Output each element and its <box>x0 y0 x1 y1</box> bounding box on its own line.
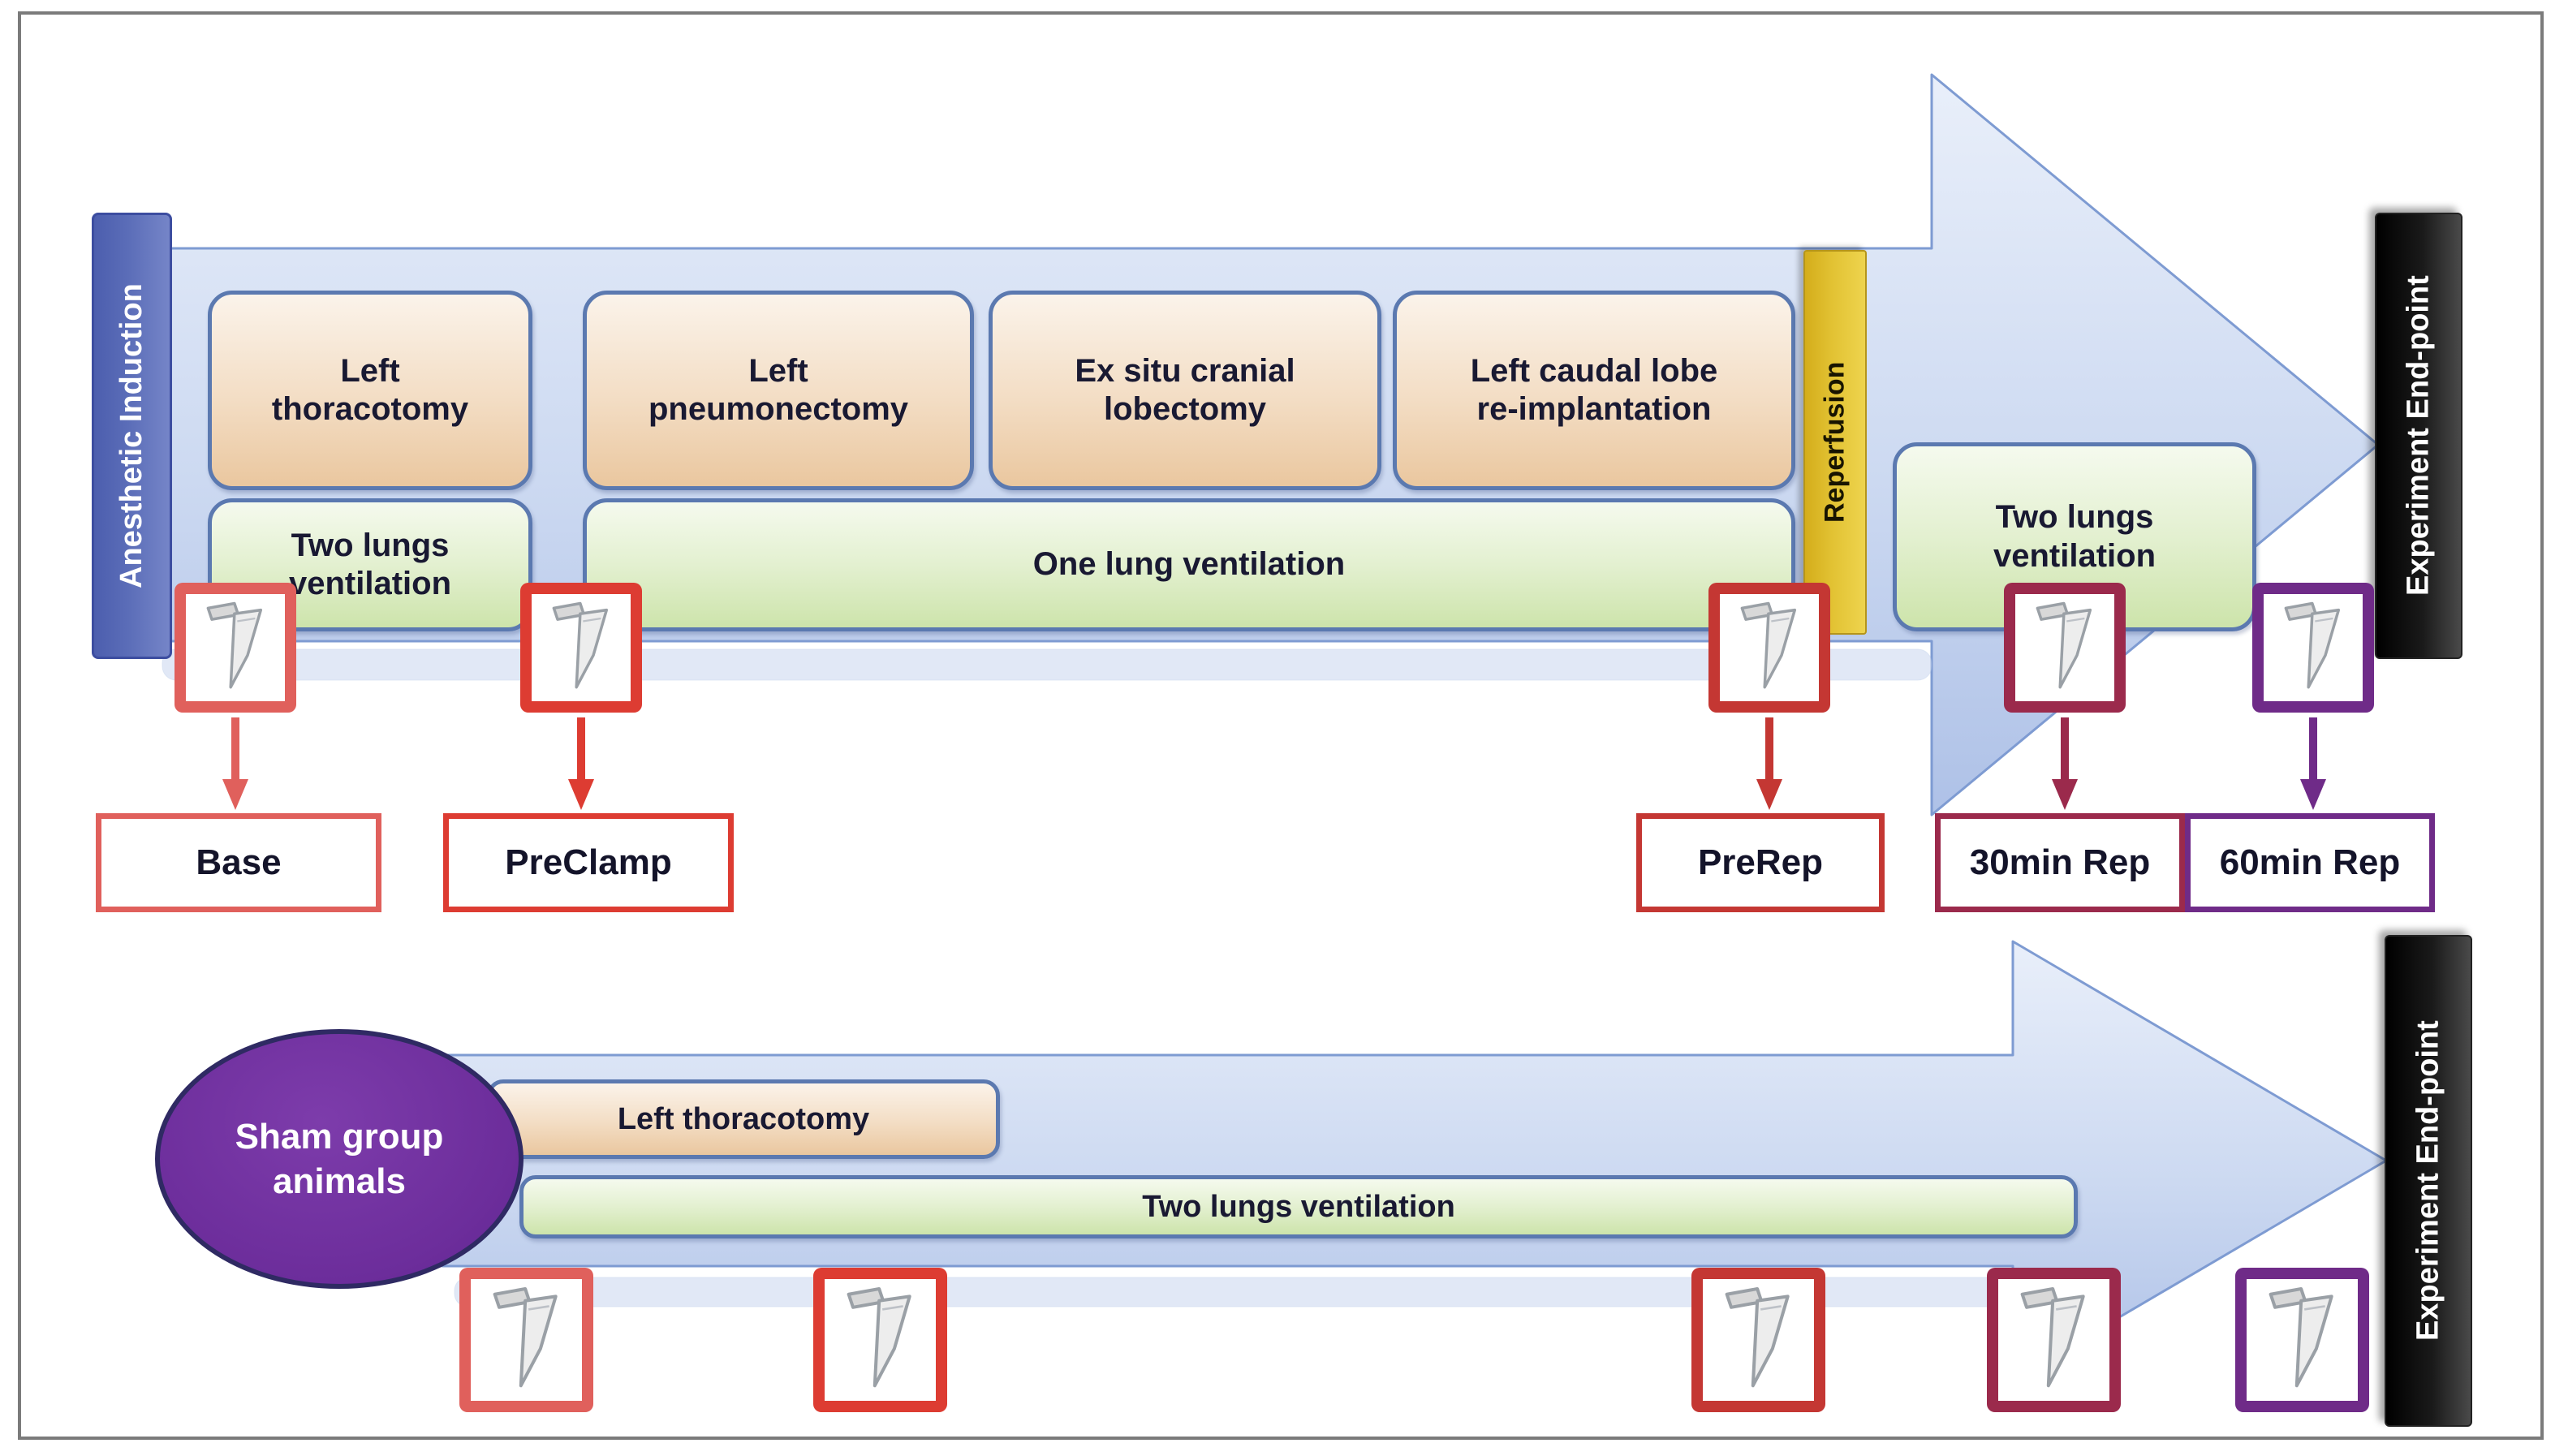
experiment-endpoint-bar-bottom: Experiment End-point <box>2385 935 2472 1427</box>
timepoint-connector-prerep <box>1756 717 1782 810</box>
sample-tube-marker-prerep <box>1708 583 1830 713</box>
sample-tube-icon <box>2020 1287 2085 1388</box>
procedure-box-left-pneumonectomy: Left pneumonectomy <box>583 291 974 490</box>
timepoint-label-30min-rep: 30min Rep <box>1935 813 2185 912</box>
sample-tube-icon <box>1740 601 1797 689</box>
experiment-endpoint-bar-top: Experiment End-point <box>2375 213 2462 659</box>
timepoint-text: Base <box>196 842 282 882</box>
timepoint-connector-30min <box>2052 717 2078 810</box>
procedure-box-ex-situ-cranial-lobectomy: Ex situ cranial lobectomy <box>989 291 1381 490</box>
ventilation-box-two-lungs-1: Two lungs ventilation <box>208 498 532 631</box>
timeline-arrow-top-reflection <box>162 648 1932 681</box>
timepoint-connector-60min <box>2300 717 2326 810</box>
procedure-box-left-caudal-lobe-reimplantation: Left caudal lobe re-implantation <box>1393 291 1795 490</box>
timepoint-label-base: Base <box>96 813 381 912</box>
timepoint-connector-preclamp <box>568 717 594 810</box>
timepoint-text: PreClamp <box>505 842 672 882</box>
reperfusion-bar: Reperfusion <box>1803 250 1867 635</box>
timepoint-connector-base <box>222 717 248 810</box>
sample-tube-icon <box>1725 1287 1790 1388</box>
sample-tube-icon <box>2284 601 2341 689</box>
sample-tube-marker-base <box>175 583 296 713</box>
timepoint-label-prerep: PreRep <box>1636 813 1885 912</box>
sample-tube-icon <box>2036 601 2092 689</box>
anesthetic-induction-bar: Anesthetic Induction <box>92 213 172 659</box>
figure-border <box>18 11 2544 1440</box>
sample-tube-marker-60min <box>2252 583 2374 713</box>
timepoint-label-preclamp: PreClamp <box>443 813 734 912</box>
sample-tube-marker-sham-1 <box>459 1268 593 1412</box>
sample-tube-marker-sham-4 <box>1987 1268 2121 1412</box>
sample-tube-icon <box>493 1287 558 1388</box>
timepoint-text: 60min Rep <box>2219 842 2401 882</box>
sample-tube-marker-sham-2 <box>813 1268 947 1412</box>
sample-tube-marker-preclamp <box>520 583 642 713</box>
sample-tube-marker-sham-3 <box>1691 1268 1825 1412</box>
sample-tube-icon <box>552 601 609 689</box>
timeline-arrow-bottom <box>441 940 2388 1381</box>
sample-tube-icon <box>847 1287 911 1388</box>
sample-tube-icon <box>2269 1287 2333 1388</box>
ventilation-box-one-lung: One lung ventilation <box>583 498 1795 631</box>
sample-tube-marker-sham-5 <box>2235 1268 2369 1412</box>
sample-tube-marker-30min <box>2004 583 2126 713</box>
timepoint-text: 30min Rep <box>1969 842 2151 882</box>
sample-tube-icon <box>206 601 263 689</box>
sham-group-ellipse: Sham group animals <box>155 1029 524 1289</box>
procedure-box-sham-left-thoracotomy: Left thoracotomy <box>487 1079 1000 1159</box>
procedure-box-left-thoracotomy: Left thoracotomy <box>208 291 532 490</box>
ventilation-box-sham-two-lungs: Two lungs ventilation <box>519 1175 2078 1238</box>
timepoint-text: PreRep <box>1697 842 1824 882</box>
timepoint-label-60min-rep: 60min Rep <box>2185 813 2435 912</box>
